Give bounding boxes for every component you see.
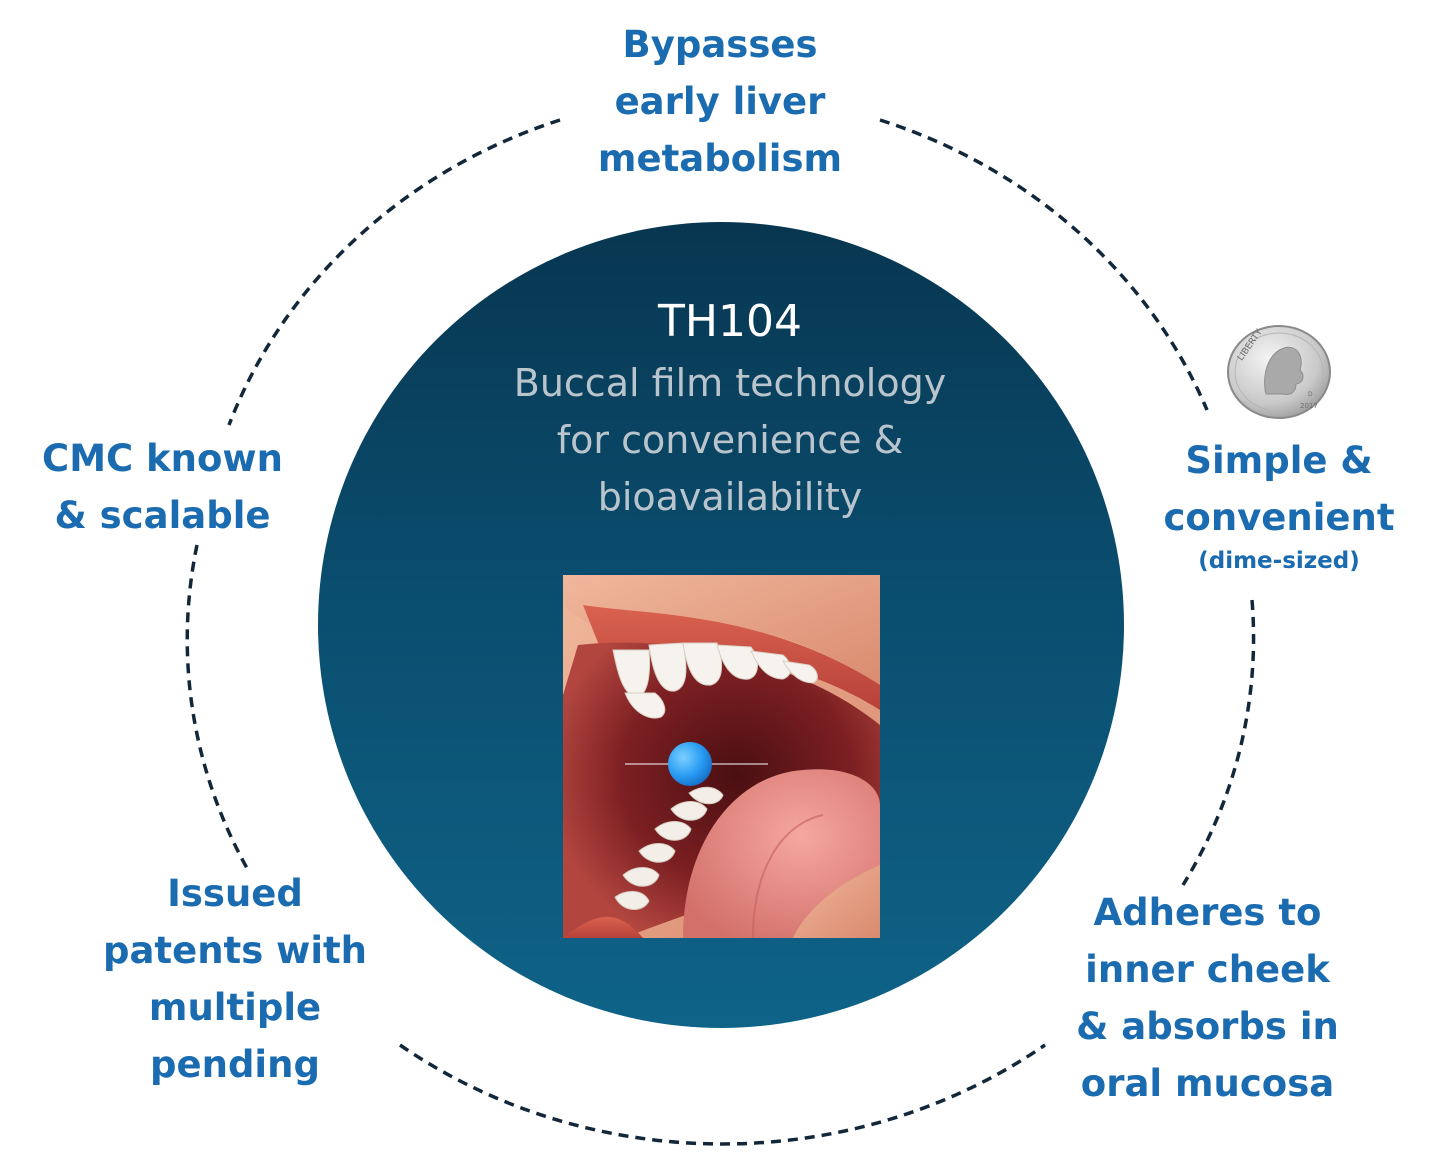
mouth-illustration-svg	[563, 575, 880, 938]
ring-arc-top-right	[879, 118, 1209, 411]
blue-film-disc-icon	[668, 742, 712, 786]
dime-year-text: 2017	[1300, 402, 1318, 410]
benefit-size-note: (dime-sized)	[1198, 548, 1360, 574]
benefit-patents: Issued patents with multiple pending	[102, 872, 368, 1086]
product-name: TH104	[658, 296, 802, 347]
ring-arc-bottom	[399, 1043, 1046, 1146]
dime-mint-text: D	[1308, 391, 1313, 398]
ring-arc-left	[185, 544, 250, 871]
benefit-adheres-absorbs: Adheres to inner cheek & absorbs in oral…	[1076, 891, 1339, 1105]
dime-coin-icon: LIBERTY 2017 D	[1227, 325, 1331, 419]
product-description: Buccal film technology for convenience &…	[513, 361, 947, 519]
benefit-cmc-scalable: CMC known & scalable	[42, 437, 283, 537]
benefit-liver-metabolism: Bypasses early liver metabolism	[597, 23, 843, 180]
mouth-illustration	[563, 575, 880, 938]
benefit-simple-convenient: Simple & convenient	[1163, 439, 1395, 539]
ring-arc-right	[1181, 599, 1256, 886]
